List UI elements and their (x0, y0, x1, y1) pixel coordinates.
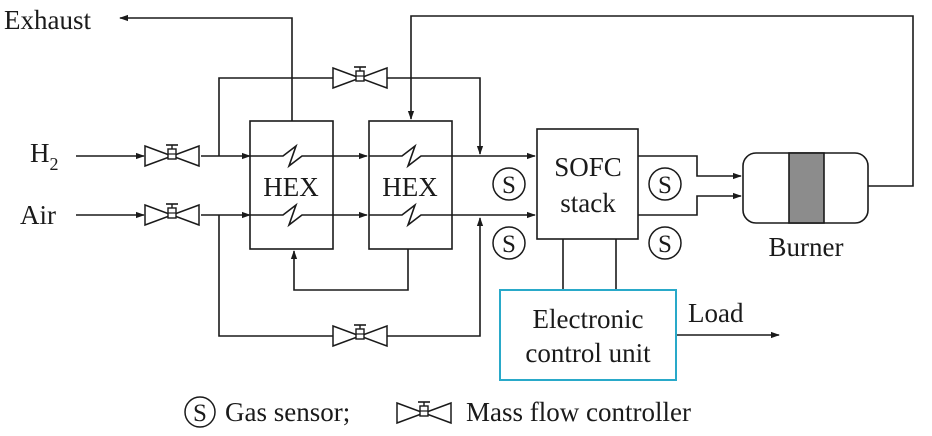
hex1-label: HEX (263, 172, 319, 202)
legend-mfc-text: Mass flow controller (466, 397, 691, 427)
air-label: Air (20, 200, 56, 230)
gas-sensor-inlet-bottom: S (492, 226, 526, 260)
legend: S Gas sensor; Mass flow controller (184, 396, 691, 428)
exhaust-label: Exhaust (4, 5, 91, 35)
burner-core (788, 152, 825, 224)
burner: Burner (742, 152, 869, 262)
ecu-label-line1: Electronic (533, 304, 644, 334)
legend-mfc-symbol (396, 401, 452, 424)
load-label: Load (688, 298, 744, 328)
gas-sensor-outlet-top: S (648, 167, 682, 201)
sensor-symbol: S (658, 172, 672, 199)
hex-unit-1: HEX (249, 120, 334, 250)
sofc-label-line1: SOFC (554, 152, 622, 182)
mfc-valve-air (144, 203, 200, 226)
mfc-valve-h2 (144, 144, 200, 167)
mfc-valve-top-bypass (332, 66, 388, 89)
burner-label: Burner (769, 232, 844, 262)
legend-sensor-text: Gas sensor; (225, 397, 350, 427)
gas-sensor-outlet-bottom: S (648, 226, 682, 260)
sensor-symbol: S (658, 231, 672, 258)
legend-sensor-letter: S (193, 400, 207, 427)
legend-sensor-symbol (184, 396, 216, 428)
h2-label: H2 (30, 138, 59, 174)
flow-lines (76, 14, 914, 339)
ecu-label-line2: control unit (525, 338, 651, 368)
hex2-label: HEX (382, 172, 438, 202)
gas-sensor-inlet-top: S (492, 167, 526, 201)
electronic-control-unit: Electronic control unit (499, 289, 677, 381)
hex-unit-2: HEX (368, 120, 453, 250)
sensor-symbol: S (502, 172, 516, 199)
sofc-stack: SOFC stack (536, 128, 639, 240)
sensor-symbol: S (502, 231, 516, 258)
mfc-valve-bottom-bypass (332, 324, 388, 347)
sofc-label-line2: stack (560, 188, 616, 218)
